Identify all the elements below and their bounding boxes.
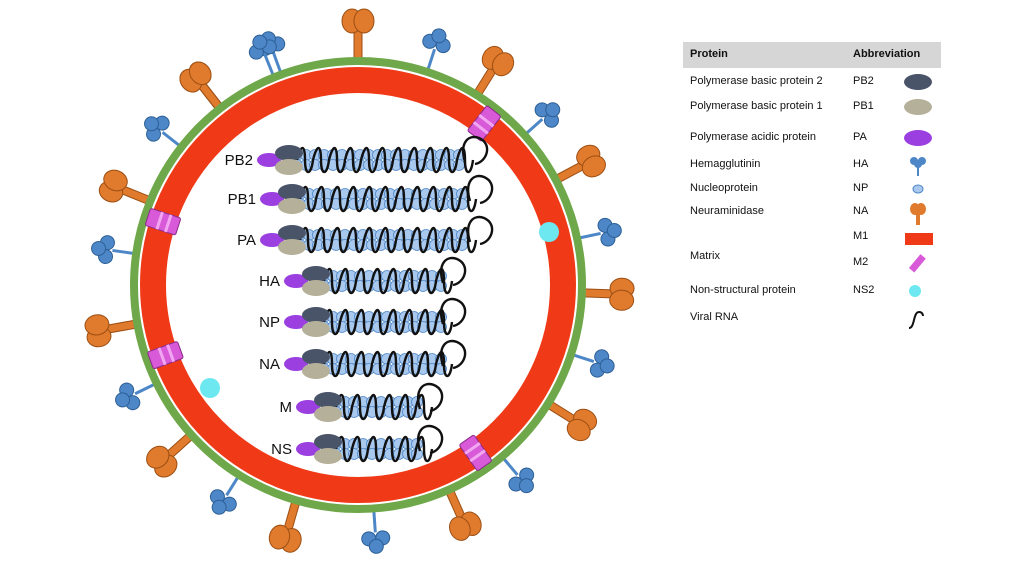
lipid-envelope — [130, 57, 586, 513]
ns2-dot-icon — [909, 285, 921, 297]
segment-label: NA — [259, 356, 280, 373]
legend-protein-name: Non-structural protein — [690, 284, 796, 296]
legend-abbreviation: PB1 — [853, 100, 874, 112]
legend-abbreviation: M2 — [853, 256, 869, 268]
legend-protein-name: Nucleoprotein — [690, 182, 758, 194]
pb2-ellipse-icon — [904, 74, 932, 90]
legend-row-matrix: Matrix M1 M2 — [683, 230, 941, 292]
rnp-segment-pb1: PB1 — [228, 174, 494, 214]
matrix-m1-layer — [140, 67, 576, 503]
legend-abbreviation: M1 — [853, 230, 869, 242]
legend-abbreviation: NS2 — [853, 284, 875, 296]
legend-protein-name: Polymerase basic protein 2 — [690, 75, 823, 87]
legend-abbreviation: HA — [853, 158, 869, 170]
legend-protein-name: Hemagglutinin — [690, 158, 761, 170]
legend-abbreviation: PB2 — [853, 75, 874, 87]
neuraminidase-spike-icon — [910, 203, 926, 225]
neuraminidase-spike — [341, 8, 375, 60]
legend-protein-name: Polymerase acidic protein — [690, 131, 816, 143]
segment-label: M — [280, 399, 293, 416]
segment-label: PB2 — [225, 152, 253, 169]
legend-abbreviation: PA — [853, 131, 867, 143]
m1-bar-icon — [905, 233, 933, 245]
legend-row-ha: Hemagglutinin HA — [683, 155, 941, 176]
legend-abbreviation: NA — [853, 205, 869, 217]
legend-row-na: Neuraminidase NA — [683, 202, 941, 225]
segment-label: HA — [259, 273, 280, 290]
rnp-segment-m: M — [280, 382, 444, 422]
legend-abbreviation: NP — [853, 182, 869, 194]
segment-label: NS — [271, 441, 292, 458]
legend-row-ns2: Non-structural protein NS2 — [683, 281, 941, 301]
rnp-segment-pa: PA — [237, 215, 494, 255]
ns2-dot — [539, 222, 559, 242]
legend-row-pa: Polymerase acidic protein PA — [683, 128, 941, 148]
pb1-ellipse-icon — [904, 99, 932, 115]
legend-header-abbreviation: Abbreviation — [853, 48, 921, 60]
legend-table: Protein Abbreviation Polymerase basic pr… — [683, 42, 941, 329]
rnp-segment-ns: NS — [271, 424, 444, 464]
hemagglutinin-spike-icon — [910, 157, 926, 176]
legend-row-np: Nucleoprotein NP — [683, 179, 941, 199]
segment-label: NP — [259, 314, 280, 331]
neuraminidase-spike — [82, 307, 139, 350]
rnp-segment-np: NP — [259, 297, 467, 337]
rnp-segment-pb2: PB2 — [225, 135, 489, 175]
viral-rna-squiggle-icon — [908, 310, 924, 329]
legend-protein-name: Viral RNA — [690, 311, 739, 323]
hemagglutinin-spike — [88, 232, 138, 269]
legend-row-pb2: Polymerase basic protein 2 PB2 — [683, 72, 941, 92]
legend-protein-name: Polymerase basic protein 1 — [690, 100, 823, 112]
rnp-segment-ha: HA — [259, 256, 467, 296]
segment-label: PB1 — [228, 191, 256, 208]
hemagglutinin-spike — [574, 213, 626, 254]
legend-row-pb1: Polymerase basic protein 1 PB1 — [683, 97, 941, 117]
rnp-segment-na: NA — [259, 339, 467, 379]
legend-row-viral-rna: Viral RNA — [683, 308, 941, 329]
segment-label: PA — [237, 232, 256, 249]
nucleoprotein-dot-icon — [912, 184, 924, 194]
pa-ellipse-icon — [904, 130, 932, 146]
hemagglutinin-spike — [358, 507, 393, 556]
legend-protein-name: Neuraminidase — [690, 205, 764, 217]
legend-protein-name: Matrix — [690, 250, 720, 262]
m2-channel-icon — [908, 254, 926, 273]
legend-header: Protein Abbreviation — [683, 42, 941, 68]
neuraminidase-spike — [582, 276, 635, 312]
legend-header-protein: Protein — [690, 48, 728, 60]
ns2-dot — [200, 378, 220, 398]
